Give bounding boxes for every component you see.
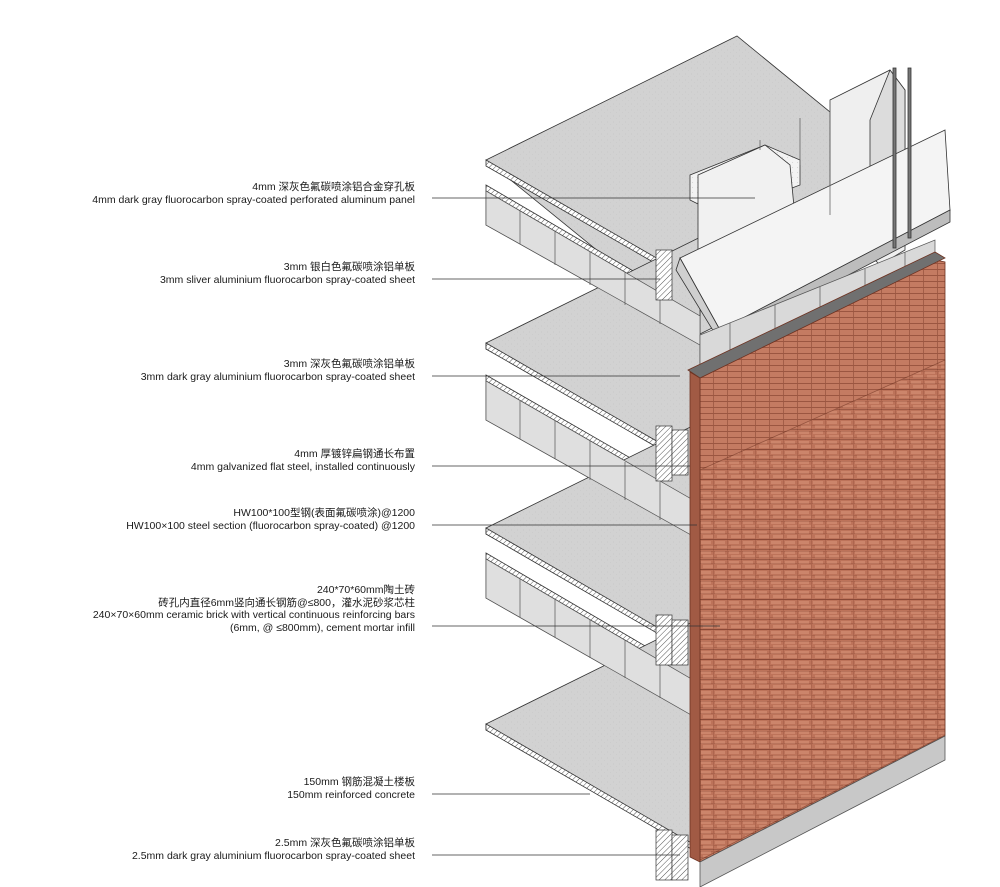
annotation-bottom-sheet: 2.5mm 深灰色氟碳喷涂铝单板 2.5mm dark gray alumini…: [132, 837, 415, 862]
annotation-en: HW100×100 steel section (fluorocarbon sp…: [126, 519, 415, 532]
annotation-en: 240×70×60mm ceramic brick with vertical …: [92, 609, 415, 621]
annotation-zh: 3mm 银白色氟碳喷涂铝单板: [283, 261, 415, 273]
annotation-zh: 240*70*60mm陶土砖: [316, 584, 415, 596]
annotation-en: 4mm galvanized flat steel, installed con…: [190, 460, 415, 473]
annotation-silver-sheet: 3mm 银白色氟碳喷涂铝单板 3mm sliver aluminium fluo…: [160, 261, 415, 286]
annotation-ceramic-brick: 240*70*60mm陶土砖 砖孔内直径6mm竖向通长钢筋@≤800，灌水泥砂浆…: [93, 584, 415, 634]
annotation-zh: 2.5mm 深灰色氟碳喷涂铝单板: [274, 837, 415, 849]
annotation-en: 150mm reinforced concrete: [287, 788, 415, 801]
annotation-hw-steel: HW100*100型钢(表面氟碳喷涂)@1200 HW100×100 steel…: [126, 507, 415, 532]
annotation-zh: 4mm 厚镀锌扁钢通长布置: [294, 448, 415, 460]
annotation-galvanized-steel: 4mm 厚镀锌扁钢通长布置 4mm galvanized flat steel,…: [191, 448, 415, 473]
annotation-reinforced-concrete: 150mm 钢筋混凝土楼板 150mm reinforced concrete: [287, 776, 415, 801]
annotation-zh: 3mm 深灰色氟碳喷涂铝单板: [283, 358, 415, 370]
annotation-dark-gray-sheet: 3mm 深灰色氟碳喷涂铝单板 3mm dark gray aluminium f…: [141, 358, 415, 383]
brick-facade: [687, 251, 946, 887]
annotation-zh-2: 砖孔内直径6mm竖向通长钢筋@≤800，灌水泥砂浆芯柱: [158, 596, 415, 609]
annotation-en: 3mm dark gray aluminium fluorocarbon spr…: [140, 370, 415, 383]
annotation-zh: HW100*100型钢(表面氟碳喷涂)@1200: [233, 507, 415, 519]
annotation-en: 2.5mm dark gray aluminium fluorocarbon s…: [131, 849, 415, 862]
glazing-strips: [485, 190, 701, 721]
leader-lines: [432, 197, 755, 856]
annotation-en: 4mm dark gray fluorocarbon spray-coated …: [92, 193, 415, 206]
annotation-en-2: (6mm, @ ≤800mm), cement mortar infill: [229, 621, 415, 634]
annotation-en: 3mm sliver aluminium fluorocarbon spray-…: [159, 273, 415, 286]
annotation-zh: 150mm 钢筋混凝土楼板: [303, 776, 415, 788]
annotation-perforated-panel: 4mm 深灰色氟碳喷涂铝合金穿孔板 4mm dark gray fluoroca…: [92, 181, 415, 206]
steel-connectors: [655, 249, 689, 881]
annotation-zh: 4mm 深灰色氟碳喷涂铝合金穿孔板: [252, 181, 415, 193]
